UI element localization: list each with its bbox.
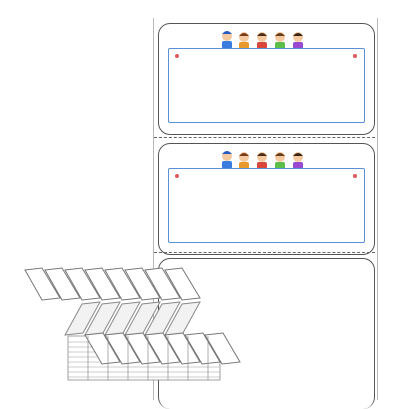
label-2 (158, 143, 375, 255)
perforation-1 (154, 137, 375, 138)
perforation-2 (154, 252, 375, 253)
label-1-inner-frame (168, 48, 365, 123)
label-2-pin-right (353, 174, 357, 178)
kids-illustration-icon (222, 31, 303, 49)
product-image (24, 18, 378, 409)
fanfold-stack-illustration (24, 267, 241, 381)
label-2-inner-frame (168, 168, 365, 243)
kids-illustration-icon (222, 151, 303, 169)
label-1-pin-left (175, 54, 179, 58)
label-1 (158, 23, 375, 135)
label-1-pin-right (353, 54, 357, 58)
label-3 (158, 258, 375, 409)
label-2-pin-left (175, 174, 179, 178)
